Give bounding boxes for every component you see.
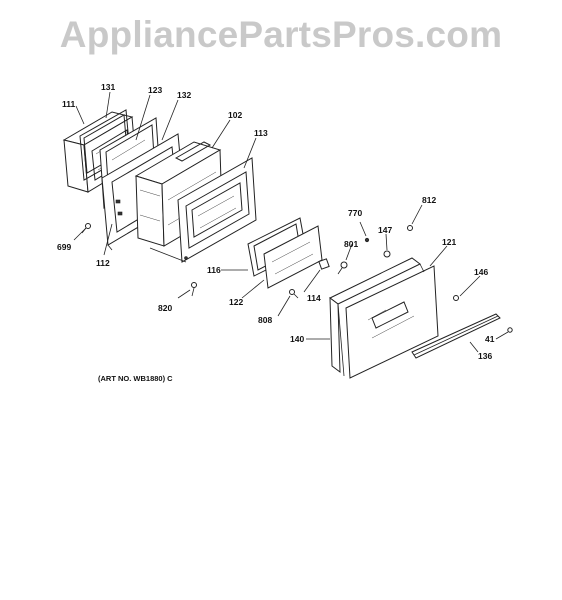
part-labels: 111 131 123 132 102 113 699 112 116 820 … [57,82,495,361]
part-140-door-frame [329,257,425,377]
part-801-screw [337,261,348,275]
label-122: 122 [229,297,243,307]
label-770: 770 [348,208,362,218]
label-812: 812 [422,195,436,205]
label-136: 136 [478,351,492,361]
label-132: 132 [177,90,191,100]
part-41-screw [507,327,513,333]
part-121-outer-glass [345,265,439,379]
art-number: (ART NO. WB1880) C [98,374,173,383]
label-131: 131 [101,82,115,92]
part-136-trim-strip [411,313,501,359]
label-808: 808 [258,315,272,325]
label-112: 112 [96,258,110,268]
part-147-clip [383,250,391,258]
label-699: 699 [57,242,71,252]
label-121: 121 [442,237,456,247]
part-102-insulation-box [134,141,223,247]
part-114-spacer [318,258,330,270]
part-820-screw [191,282,197,297]
label-140: 140 [290,334,304,344]
label-114: 114 [307,293,321,303]
label-146: 146 [474,267,488,277]
label-116: 116 [207,265,221,275]
part-812-nut [407,225,413,231]
label-147: 147 [378,225,392,235]
leader-lines [73,91,509,353]
watermark: AppliancePartsPros.com [59,14,503,55]
label-801: 801 [344,239,358,249]
label-41: 41 [485,334,495,344]
label-102: 102 [228,110,242,120]
part-113-inner-door-panel [177,157,257,263]
label-113: 113 [254,128,268,138]
label-123: 123 [148,85,162,95]
label-111: 111 [62,99,76,109]
part-146-screw [453,295,459,301]
label-820: 820 [158,303,172,313]
part-808-screw [289,289,299,299]
part-770-clip [364,237,370,243]
